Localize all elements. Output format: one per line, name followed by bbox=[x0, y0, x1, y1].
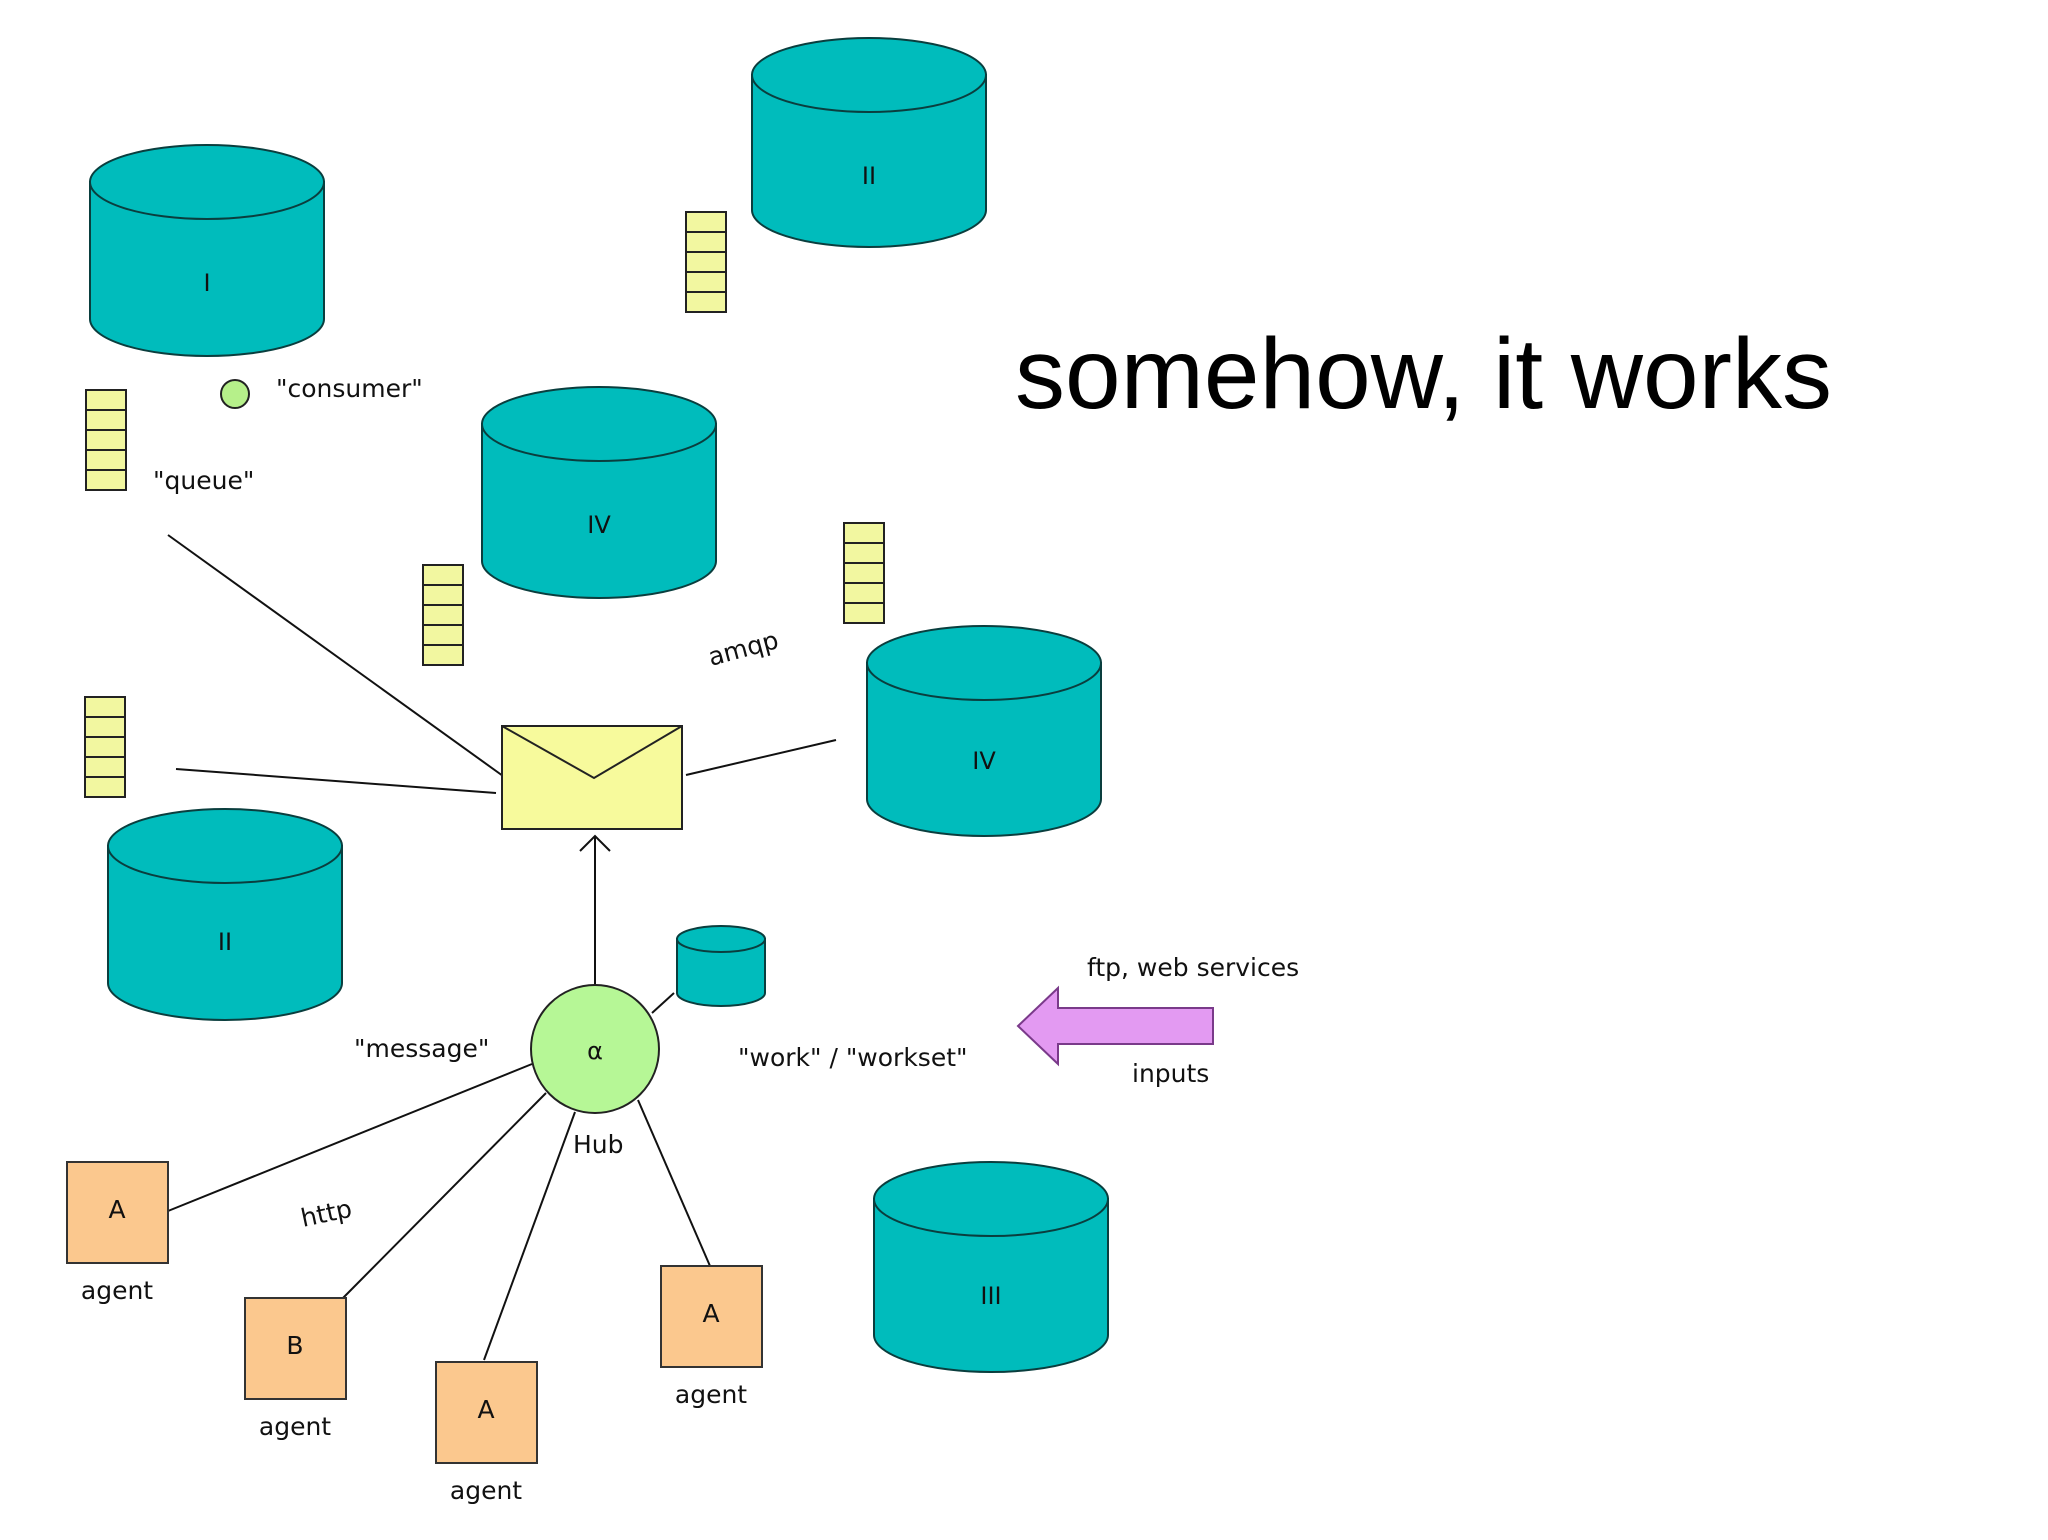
queue-right bbox=[843, 522, 885, 624]
http-label: http bbox=[298, 1194, 354, 1233]
database-iv-middle: IV bbox=[481, 386, 717, 599]
slide-title: somehow, it works bbox=[1015, 318, 1832, 430]
database-label: IV bbox=[587, 511, 611, 539]
consumer-label: "consumer" bbox=[276, 374, 423, 403]
message-label: "message" bbox=[354, 1034, 489, 1063]
agent-label: agent bbox=[450, 1476, 522, 1505]
amqp-label: amqp bbox=[705, 625, 781, 671]
queue-left-upper bbox=[85, 389, 127, 491]
left-arrow-icon bbox=[1016, 985, 1214, 1067]
envelope-icon bbox=[501, 725, 683, 830]
agent-b: B agent bbox=[244, 1297, 347, 1441]
hub-to-agent-a1-line bbox=[167, 1063, 533, 1212]
queue-left-lower bbox=[84, 696, 126, 798]
agent-label: agent bbox=[81, 1276, 153, 1305]
hub-label: Hub bbox=[573, 1130, 624, 1159]
agent-label: agent bbox=[259, 1412, 331, 1441]
database-label: II bbox=[218, 928, 232, 956]
agent-letter: A bbox=[477, 1395, 494, 1424]
hub-node: α bbox=[530, 984, 660, 1114]
arrow-head bbox=[579, 834, 611, 852]
queue-middle bbox=[422, 564, 464, 666]
agent-letter: A bbox=[702, 1299, 719, 1328]
database-label: IV bbox=[972, 747, 996, 775]
hub-to-agent-a2-line bbox=[483, 1111, 576, 1361]
database-ii-top: II bbox=[751, 37, 987, 248]
queue-label: "queue" bbox=[153, 466, 254, 495]
database-label: III bbox=[980, 1282, 1001, 1310]
hub-to-workset-line bbox=[651, 992, 675, 1014]
agent-label: agent bbox=[675, 1380, 747, 1409]
database-label: II bbox=[862, 162, 876, 190]
database-iv-right: IV bbox=[866, 625, 1102, 837]
connections bbox=[167, 534, 837, 1361]
workset-label: "work" / "workset" bbox=[738, 1043, 968, 1072]
hub-to-agent-b-line bbox=[342, 1092, 547, 1299]
agent-a-right: A agent bbox=[660, 1265, 763, 1409]
queue-to-message-line bbox=[167, 534, 504, 777]
queue-top bbox=[685, 211, 727, 313]
agent-a-bottom: A agent bbox=[435, 1361, 538, 1505]
database-label: I bbox=[203, 269, 210, 297]
ftp-label: ftp, web services bbox=[1087, 953, 1299, 982]
agent-a-left: A agent bbox=[66, 1161, 169, 1305]
hub-to-agent-a3-line bbox=[637, 1099, 711, 1267]
consumer-icon bbox=[220, 379, 250, 409]
workset-database-icon bbox=[676, 925, 766, 1007]
inputs-label: inputs bbox=[1132, 1059, 1209, 1088]
queue-left-to-message-line bbox=[175, 768, 497, 794]
hub-symbol: α bbox=[587, 1037, 603, 1065]
agent-letter: B bbox=[286, 1331, 303, 1360]
agent-letter: A bbox=[108, 1195, 125, 1224]
database-iii: III bbox=[873, 1161, 1109, 1373]
message-to-db-iv-line bbox=[685, 739, 837, 776]
database-i: I bbox=[89, 144, 325, 357]
database-ii-left: II bbox=[107, 808, 343, 1021]
